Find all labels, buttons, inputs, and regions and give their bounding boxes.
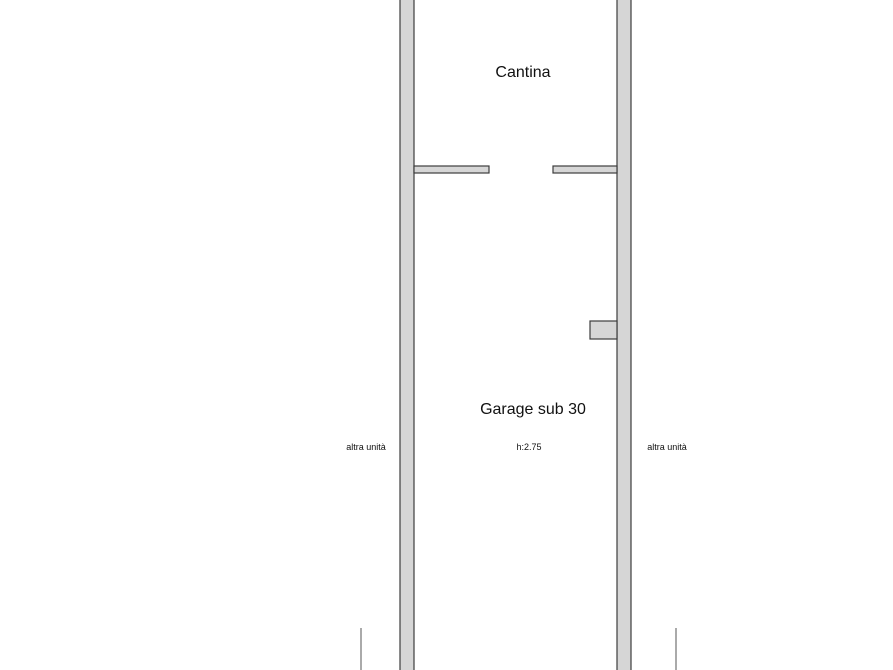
garage-height-label: h:2.75	[516, 442, 541, 452]
right-wall	[616, 0, 632, 670]
garage-label: Garage sub 30	[480, 401, 586, 418]
partition-wall-right	[552, 165, 618, 174]
wall-pillar	[589, 320, 618, 340]
partition-wall-left	[413, 165, 490, 174]
cantina-label: Cantina	[495, 64, 550, 81]
right-neighbor-label: altra unità	[647, 442, 687, 452]
left-wall	[399, 0, 415, 670]
left-neighbor-label: altra unità	[346, 442, 386, 452]
